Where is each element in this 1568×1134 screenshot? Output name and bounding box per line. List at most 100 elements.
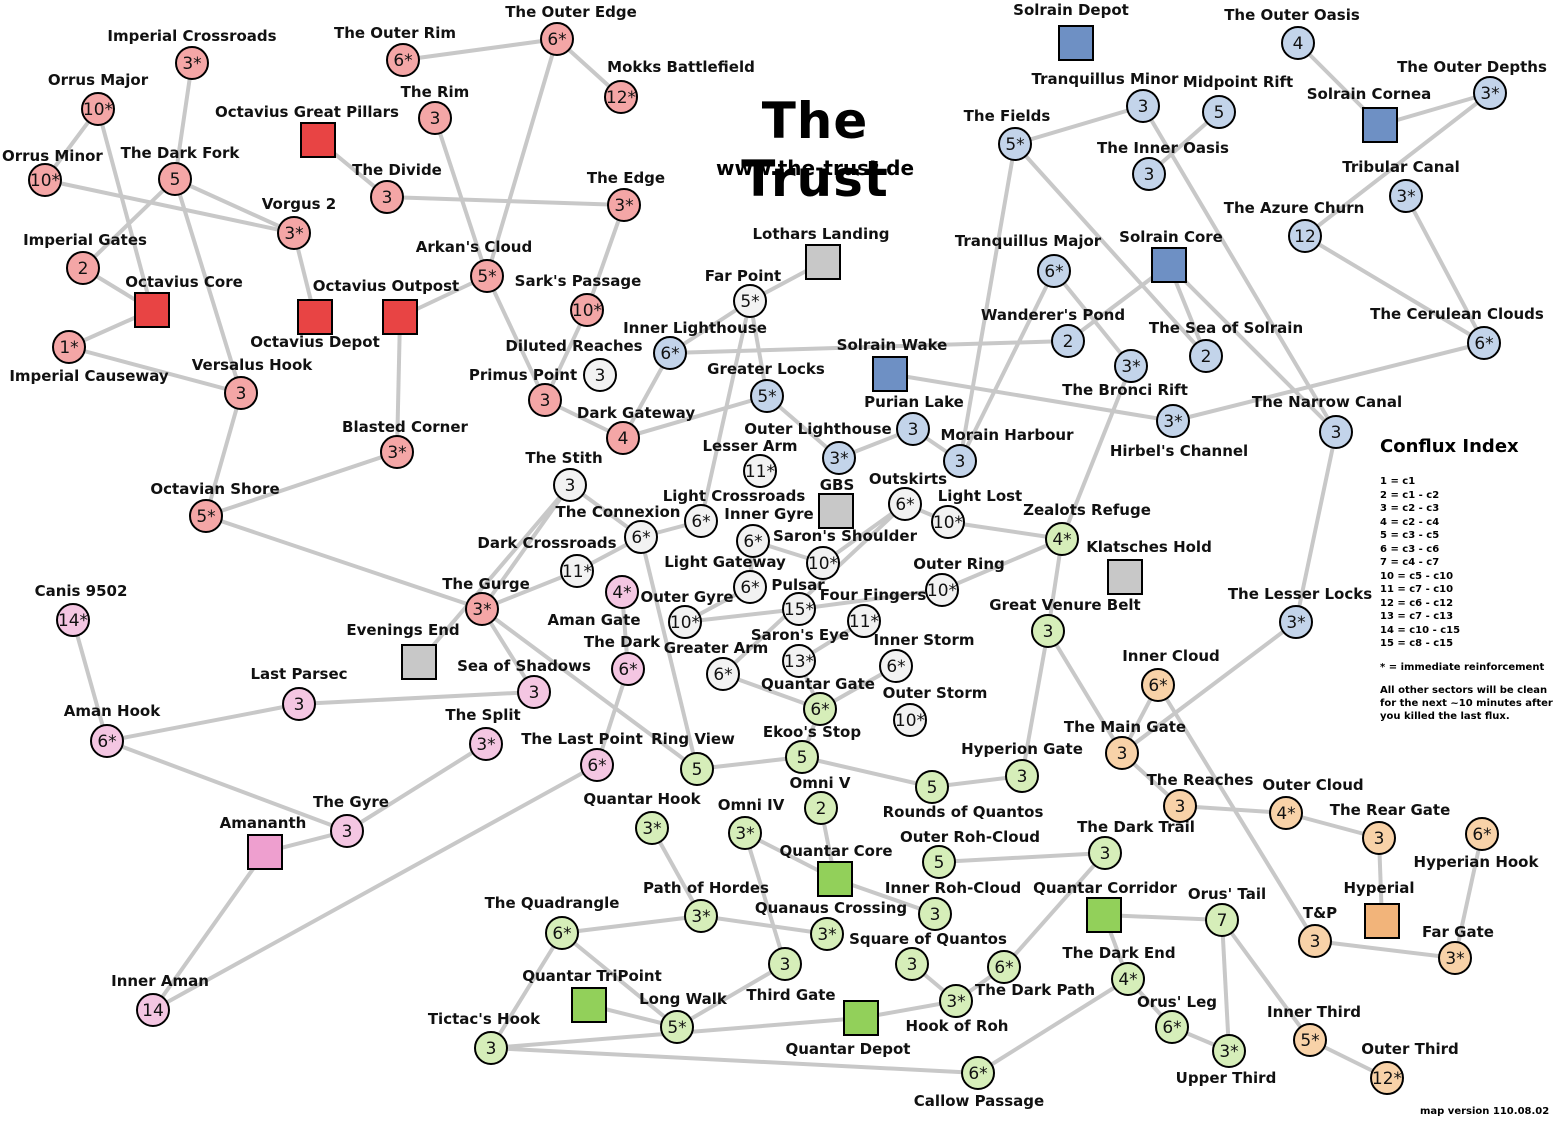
sector-circle[interactable]: [660, 1010, 694, 1044]
sector-circle[interactable]: [624, 520, 658, 554]
sector-circle[interactable]: [1163, 789, 1197, 823]
sector-circle[interactable]: [1155, 1010, 1189, 1044]
sector-circle[interactable]: [1132, 157, 1166, 191]
sector-amananth[interactable]: Amananth: [220, 814, 307, 870]
sector-circle[interactable]: [750, 379, 784, 413]
station-square[interactable]: [300, 122, 336, 158]
sector-hirbels-channel[interactable]: 3*Hirbel's Channel: [1110, 404, 1248, 460]
sector-octavian-shore[interactable]: 5*Octavian Shore: [150, 480, 280, 533]
sector-lothars-landing[interactable]: Lothars Landing: [752, 225, 890, 280]
sector-the-dark-path[interactable]: 6*The Dark Path: [975, 950, 1095, 999]
map-url[interactable]: www.the-trust.de: [715, 156, 915, 180]
sector-quantar-hook[interactable]: 3*Quantar Hook: [583, 790, 702, 845]
sector-inner-gyre[interactable]: 6*Inner Gyre: [724, 505, 814, 558]
sector-imperial-causeway[interactable]: 1*Imperial Causeway: [9, 330, 169, 385]
sector-circle[interactable]: [1156, 404, 1190, 438]
sector-the-last-point[interactable]: 6*The Last Point: [521, 730, 643, 782]
sector-circle[interactable]: [224, 376, 258, 410]
station-square[interactable]: [817, 861, 853, 897]
station-square[interactable]: [1058, 25, 1094, 61]
sector-circle[interactable]: [998, 127, 1032, 161]
sector-circle[interactable]: [277, 216, 311, 250]
sector-four-fingers[interactable]: 11*Four Fingers: [820, 586, 927, 638]
sector-circle[interactable]: [1288, 219, 1322, 253]
station-square[interactable]: [297, 299, 333, 335]
sector-solrain-cornea[interactable]: Solrain Cornea: [1307, 85, 1432, 143]
sector-the-bronci-rift[interactable]: 3*The Bronci Rift: [1062, 349, 1188, 399]
sector-circle[interactable]: [1281, 26, 1315, 60]
sector-circle[interactable]: [728, 816, 762, 850]
station-square[interactable]: [401, 644, 437, 680]
sector-mokks-battlefield[interactable]: 12*Mokks Battlefield: [604, 58, 755, 114]
station-square[interactable]: [247, 834, 283, 870]
sector-circle[interactable]: [803, 692, 837, 726]
sector-circle[interactable]: [470, 259, 504, 293]
sector-blasted-corner[interactable]: 3*Blasted Corner: [342, 418, 469, 469]
sector-circle[interactable]: [896, 412, 930, 446]
sector-circle[interactable]: [847, 604, 881, 638]
sector-circle[interactable]: [605, 575, 639, 609]
sector-circle[interactable]: [175, 46, 209, 80]
sector-circle[interactable]: [1438, 941, 1472, 975]
sector-canis-9502[interactable]: 14*Canis 9502: [35, 582, 128, 637]
sector-quantar-corridor[interactable]: Quantar Corridor: [1033, 879, 1178, 933]
sector-solrain-depot[interactable]: Solrain Depot: [1013, 1, 1129, 61]
sector-circle[interactable]: [1362, 821, 1396, 855]
sector-tranquillus-major[interactable]: 6*Tranquillus Major: [955, 232, 1102, 288]
sector-circle[interactable]: [330, 814, 364, 848]
sector-imperial-crossroads[interactable]: 3*Imperial Crossroads: [107, 27, 277, 80]
sector-circle[interactable]: [189, 499, 223, 533]
sector-quantar-depot[interactable]: Quantar Depot: [786, 1000, 911, 1058]
sector-circle[interactable]: [1031, 614, 1065, 648]
sector-octavius-depot[interactable]: Octavius Depot: [250, 299, 380, 351]
sector-circle[interactable]: [386, 43, 420, 77]
sector-circle[interactable]: [684, 899, 718, 933]
sector-light-lost[interactable]: 10*Light Lost: [931, 487, 1022, 539]
sector-circle[interactable]: [1467, 326, 1501, 360]
sector-lesser-arm[interactable]: 11*Lesser Arm: [702, 437, 798, 488]
sector-zealots-refuge[interactable]: 4*Zealots Refuge: [1023, 501, 1151, 556]
sector-far-point[interactable]: 5*Far Point: [705, 267, 781, 318]
sector-circle[interactable]: [1105, 736, 1139, 770]
sector-circle[interactable]: [1465, 817, 1499, 851]
sector-quantar-gate[interactable]: 6*Quantar Gate: [761, 675, 875, 726]
sector-the-edge[interactable]: 3*The Edge: [587, 169, 665, 222]
sector-circle[interactable]: [822, 441, 856, 475]
sector-arkans-cloud[interactable]: 5*Arkan's Cloud: [416, 238, 532, 293]
sector-circle[interactable]: [895, 947, 929, 981]
sector-circle[interactable]: [925, 573, 959, 607]
sector-circle[interactable]: [806, 546, 840, 580]
sector-outer-cloud[interactable]: 4*Outer Cloud: [1262, 776, 1364, 830]
sector-circle[interactable]: [606, 421, 640, 455]
sector-light-gateway[interactable]: 6*Light Gateway: [664, 553, 786, 604]
sector-circle[interactable]: [1189, 339, 1223, 373]
sector-greater-locks[interactable]: 5*Greater Locks: [707, 360, 825, 413]
sector-tribular-canal[interactable]: 3*Tribular Canal: [1342, 158, 1460, 213]
sector-circle[interactable]: [743, 454, 777, 488]
sector-circle[interactable]: [418, 101, 452, 135]
sector-circle[interactable]: [66, 251, 100, 285]
sector-outer-third[interactable]: 12*Outer Third: [1361, 1040, 1459, 1095]
sector-circle[interactable]: [1141, 668, 1175, 702]
sector-the-lesser-locks[interactable]: 3*The Lesser Locks: [1228, 585, 1372, 639]
sector-outskirts[interactable]: 6*Outskirts: [869, 470, 947, 521]
sector-circle[interactable]: [474, 1031, 508, 1065]
station-square[interactable]: [843, 1000, 879, 1036]
sector-circle[interactable]: [540, 22, 574, 56]
sector-circle[interactable]: [465, 592, 499, 626]
sector-circle[interactable]: [1088, 836, 1122, 870]
